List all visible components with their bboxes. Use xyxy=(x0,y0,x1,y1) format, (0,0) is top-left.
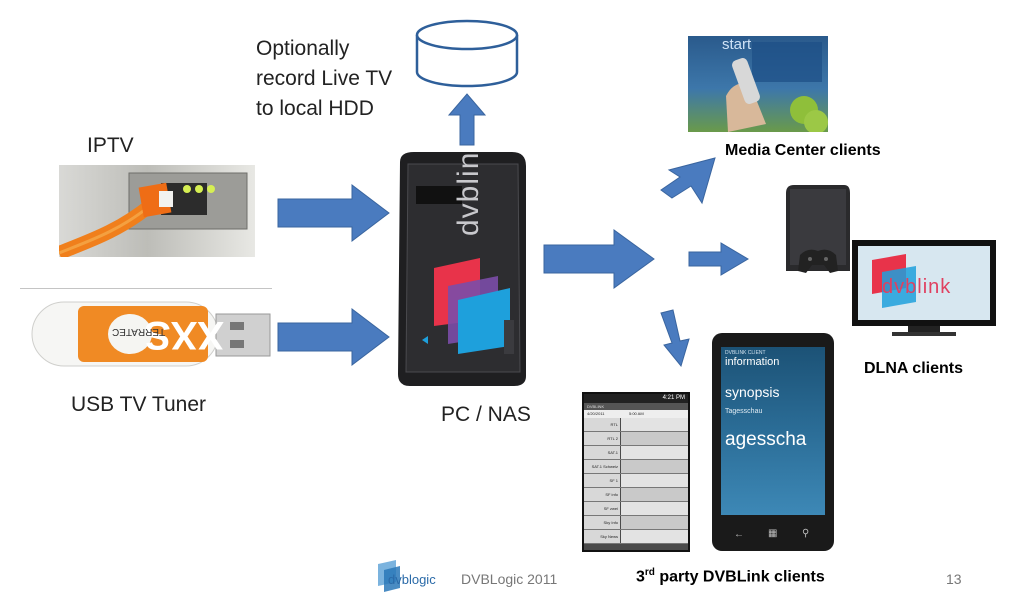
iptv-ethernet-photo xyxy=(59,165,255,257)
usb-stick-maker: TERRATEC xyxy=(112,326,166,337)
record-note-line-1: Optionally xyxy=(256,37,350,60)
android-channel-name: Sky Info xyxy=(584,516,620,529)
android-channel-name: SAT.1 Schweiz xyxy=(584,460,620,473)
third-party-sup: rd xyxy=(644,567,655,578)
arrow-to-third-party xyxy=(660,309,690,368)
android-channel-row[interactable]: SF info xyxy=(584,488,688,502)
arrow-to-media-center xyxy=(660,157,716,205)
hdd-cylinder xyxy=(415,19,519,88)
arrow-usb-to-nas xyxy=(277,307,390,367)
footer-logo-text: dvblogic xyxy=(388,572,436,587)
android-channel-row[interactable]: Sky News xyxy=(584,530,688,544)
third-party-rest: party DVBLink clients xyxy=(654,568,825,586)
wp-title: information xyxy=(725,356,780,368)
game-console-photo xyxy=(778,185,854,285)
wp-section: synopsis xyxy=(725,384,780,400)
android-channel-row[interactable]: RTL xyxy=(584,418,688,432)
dvblogic-logo: dvblogic xyxy=(374,558,444,602)
android-channel-name: RTL xyxy=(584,418,620,431)
android-channel-row[interactable]: SF zwei xyxy=(584,502,688,516)
windows-phone: DVBLINK CLIENT information synopsis Tage… xyxy=(712,333,834,551)
android-channel-name: Sky News xyxy=(584,530,620,543)
nas-brand: dvblink xyxy=(452,150,485,236)
arrow-nas-to-clients xyxy=(543,229,655,289)
record-note-line-3: to local HDD xyxy=(256,97,374,120)
android-channel-row[interactable]: SAT.1 Schweiz xyxy=(584,460,688,474)
android-date: 4/20/2011 xyxy=(587,411,605,416)
android-time: 5:00 AM xyxy=(629,411,644,416)
arrow-iptv-to-nas xyxy=(277,183,390,243)
wp-back-icon: ← xyxy=(734,529,744,540)
wp-header: DVBLINK CLIENT xyxy=(725,350,766,356)
third-party-prefix: 3 xyxy=(636,568,645,586)
android-channel-name: SF info xyxy=(584,488,620,501)
android-program-cell[interactable] xyxy=(621,502,688,515)
android-channel-name: SF zwei xyxy=(584,502,620,515)
android-program-cell[interactable] xyxy=(621,488,688,501)
pc-nas-label: PC / NAS xyxy=(441,403,531,426)
media-center-start: start xyxy=(722,36,752,53)
android-program-cell[interactable] xyxy=(621,530,688,543)
media-center-clients-label: Media Center clients xyxy=(725,142,881,159)
media-center-photo: start xyxy=(688,36,828,132)
android-date-row: 4/20/2011 5:00 AM xyxy=(584,410,688,418)
dlna-clients-label: DLNA clients xyxy=(864,360,963,377)
android-app-title: DVBLINK xyxy=(584,403,688,410)
android-channel-name: SAT.1 xyxy=(584,446,620,459)
usb-tv-tuner-label: USB TV Tuner xyxy=(71,393,207,416)
windows-phone-screen: DVBLINK CLIENT information synopsis Tage… xyxy=(721,347,825,515)
android-channel-row[interactable]: Sky Info xyxy=(584,516,688,530)
iptv-label: IPTV xyxy=(87,134,134,157)
record-note: Optionally record Live TV to local HDD xyxy=(256,34,456,124)
tv-brand: dvblink xyxy=(882,276,952,298)
android-program-cell[interactable] xyxy=(621,516,688,529)
record-note-line-2: record Live TV xyxy=(256,67,393,90)
android-program-cell[interactable] xyxy=(621,460,688,473)
android-program-cell[interactable] xyxy=(621,446,688,459)
wp-search-icon: ⚲ xyxy=(802,528,810,539)
android-channel-row[interactable]: RTL 2 xyxy=(584,432,688,446)
android-status-bar: 4:21 PM xyxy=(584,394,688,403)
arrow-nas-to-hdd xyxy=(447,93,487,146)
footer-copyright: DVBLogic 2011 xyxy=(461,571,558,587)
android-program-cell[interactable] xyxy=(621,474,688,487)
usb-tv-tuner-photo: XXS TERRATEC xyxy=(20,288,272,378)
android-program-cell[interactable] xyxy=(621,418,688,431)
wp-windows-icon: ▦ xyxy=(768,528,778,539)
android-channel-row[interactable]: SAT.1 xyxy=(584,446,688,460)
third-party-clients-label: 3rd party DVBLink clients xyxy=(636,567,825,586)
android-status-time: 4:21 PM xyxy=(662,395,685,401)
android-channel-row[interactable]: SF 1 xyxy=(584,474,688,488)
android-channel-name: SF 1 xyxy=(584,474,620,487)
android-program-cell[interactable] xyxy=(621,432,688,445)
dlna-tv: dvblink xyxy=(852,240,996,340)
wp-line1: Tagesschau xyxy=(725,408,763,415)
android-channel-name: RTL 2 xyxy=(584,432,620,445)
arrow-to-dlna xyxy=(688,242,749,276)
nas-device: dvblink xyxy=(394,150,530,388)
wp-big-text: agesscha xyxy=(725,429,807,450)
footer-page-number: 13 xyxy=(946,571,962,587)
